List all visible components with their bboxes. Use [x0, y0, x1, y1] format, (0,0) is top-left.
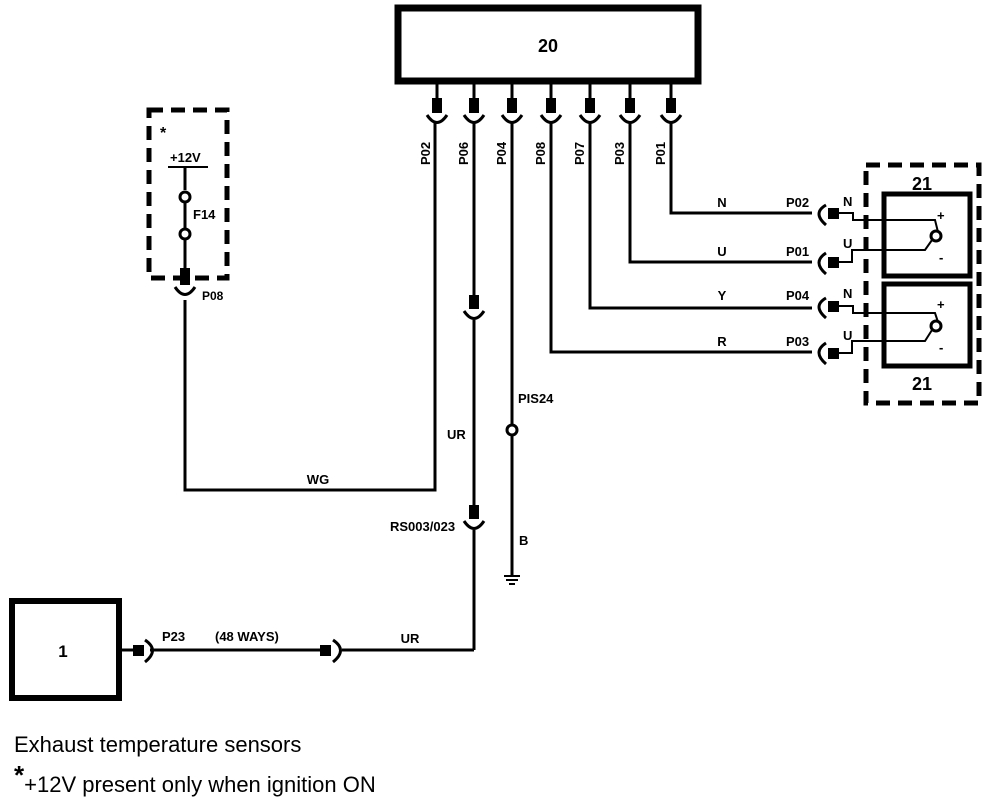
component-20-label: 20 [538, 36, 558, 56]
caption-star: * [14, 760, 25, 790]
splice-pis24 [505, 423, 519, 437]
p08-label: P08 [202, 289, 224, 303]
p23-socket [144, 638, 154, 664]
sensor-terminal-label: N [843, 194, 852, 209]
wire-wg-label: WG [307, 472, 329, 487]
caption-title: Exhaust temperature sensors [14, 732, 302, 757]
ecu-pin-label: P06 [456, 142, 471, 165]
thermocouple-junction-top [929, 229, 943, 243]
wire-ur-bottom-label: UR [401, 631, 420, 646]
sensor-terminal-label: U [843, 236, 852, 251]
ecu-pin-label: P07 [572, 142, 587, 165]
sensor-terminal-label: N [843, 286, 852, 301]
sensor-21-bottom-box [881, 281, 973, 369]
sensor-minus-label: - [939, 340, 943, 355]
component-21-top-label: 21 [912, 174, 932, 194]
splice-label: PIS24 [518, 391, 554, 406]
fuse-box-dashed [146, 107, 230, 281]
supply-label: +12V [170, 150, 201, 165]
sensor-pin-label: P03 [786, 334, 809, 349]
sensor-terminal-label: U [843, 328, 852, 343]
p08-socket [173, 286, 197, 296]
wire-r-label: R [717, 334, 727, 349]
ground-symbol [504, 575, 520, 585]
sensor-plus-label: + [937, 297, 945, 312]
fuse-label: F14 [193, 207, 216, 222]
component-20-box [394, 4, 702, 85]
sensor-minus-label: - [939, 250, 943, 265]
ecu-pin-label: P08 [533, 142, 548, 165]
caption-note-line: *+12V present only when ignition ON [14, 760, 376, 799]
component-1-label: 1 [58, 642, 67, 661]
ecu-pin-label: P02 [418, 142, 433, 165]
fuse-terminal-top [178, 190, 192, 204]
fuse-star: * [160, 125, 167, 142]
ur-connector-block [469, 295, 479, 309]
ecu-pin-sockets [425, 114, 683, 124]
sensor-plus-label: + [937, 208, 945, 223]
sensor-connectors [817, 203, 939, 366]
ur-connector-socket [462, 310, 486, 320]
sensor-pin-label: P01 [786, 244, 809, 259]
ways-label: (48 WAYS) [215, 629, 279, 644]
p23-block [133, 645, 144, 656]
sensor-group-dashed [863, 162, 982, 406]
wire-b-label: B [519, 533, 528, 548]
wire-u-label: U [717, 244, 726, 259]
rs003-connector-socket [462, 520, 486, 530]
caption-note: +12V present only when ignition ON [24, 772, 376, 797]
sensor-21-top-box [881, 191, 973, 279]
rs003-connector-block [469, 505, 479, 519]
ecu-pin-label: P03 [612, 142, 627, 165]
thermocouple-junction-bottom [929, 319, 943, 333]
component-21-bottom-label: 21 [912, 374, 932, 394]
sensor-pin-label: P04 [786, 288, 810, 303]
wires [150, 122, 812, 652]
p23-label: P23 [162, 629, 185, 644]
ecu-pin-label: P01 [653, 142, 668, 165]
wire-y-label: Y [718, 288, 727, 303]
ecu-pin-stubs [435, 81, 673, 100]
wire-ur-vertical-label: UR [447, 427, 466, 442]
mid-connector-block [320, 645, 331, 656]
rs-connector-label: RS003/023 [390, 519, 455, 534]
p08-block [180, 268, 190, 285]
wire-n-label: N [717, 195, 726, 210]
sensor-pin-label: P02 [786, 195, 809, 210]
ecu-pin-blocks [432, 98, 676, 113]
ecu-pin-label: P04 [494, 141, 509, 165]
mid-connector-socket [332, 638, 342, 664]
fuse-terminal-bottom [178, 227, 192, 241]
